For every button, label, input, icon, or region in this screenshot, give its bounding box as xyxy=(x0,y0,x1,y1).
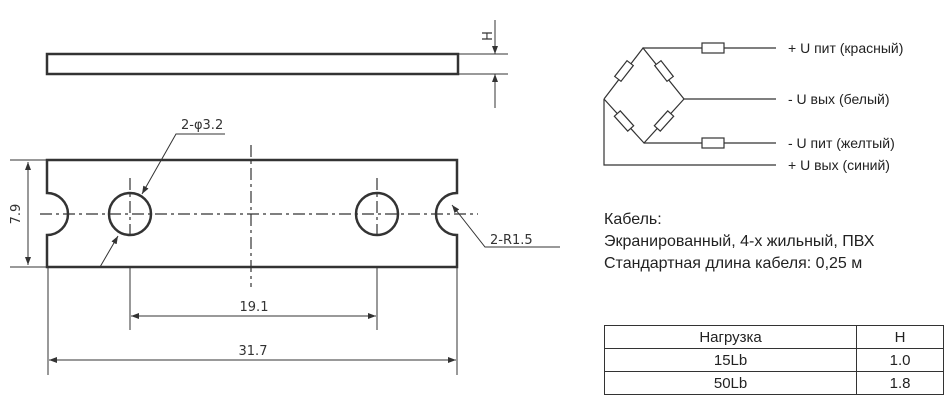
hole-spacing-dim: 19.1 xyxy=(240,300,269,315)
header-cell: Нагрузка xyxy=(603,325,858,349)
wire-label: - U пит (желтый) xyxy=(788,135,895,151)
thickness-label: H xyxy=(481,31,496,41)
height-dim: 7.9 xyxy=(9,204,24,225)
side-view xyxy=(45,52,460,76)
cable-line2: Стандартная длина кабеля: 0,25 м xyxy=(604,255,863,272)
cell: 1.0 xyxy=(856,348,944,372)
length-dim: 31.7 xyxy=(239,344,268,359)
holes-label: 2-φ3.2 xyxy=(181,118,223,133)
wire-label: + U пит (красный) xyxy=(788,40,903,56)
cell: 15Lb xyxy=(603,348,858,372)
cable-line1: Экранированный, 4-х жильный, ПВХ xyxy=(604,233,875,250)
cell: 1.8 xyxy=(856,371,944,395)
wire-label: + U вых (синий) xyxy=(788,157,890,173)
wire-label: - U вых (белый) xyxy=(788,91,890,107)
header-cell: H xyxy=(856,325,944,349)
cell: 50Lb xyxy=(603,371,858,395)
notch-label: 2-R1.5 xyxy=(490,233,533,248)
cable-title: Кабель: xyxy=(604,211,662,228)
